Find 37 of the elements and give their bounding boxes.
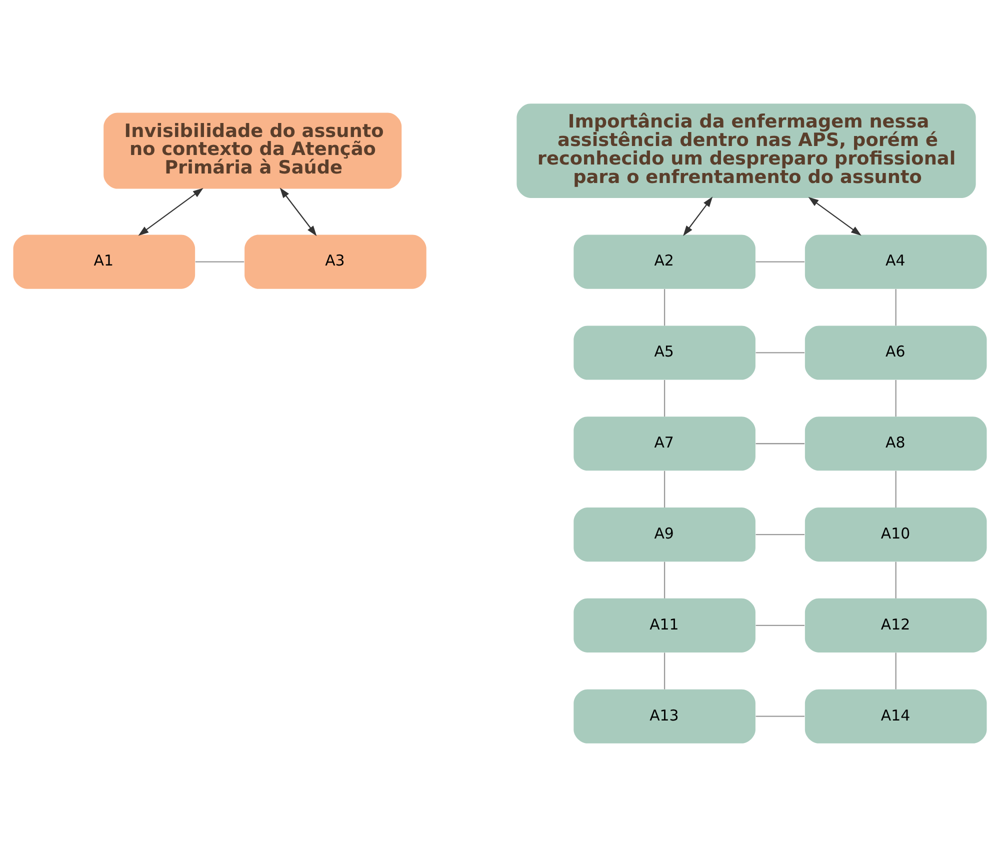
arrow	[138, 188, 204, 236]
connector	[664, 380, 666, 416]
connector	[664, 288, 666, 326]
node-box: A1	[13, 234, 196, 288]
node-box: A6	[804, 325, 987, 380]
node-box: Invisibilidade do assunto no contexto da Atenção Primária à Saúde	[104, 112, 402, 188]
node-box: A13	[574, 688, 756, 743]
node-box: A7	[574, 416, 756, 470]
connector	[756, 352, 804, 353]
node-box: A5	[574, 325, 756, 380]
connector	[195, 260, 244, 262]
arrow	[280, 187, 317, 236]
node-box: Importância da enfermagem nessa assistência dentro nas APS, porém é reconhecido um despreparo profissional para o enfrentamento do assunto	[516, 103, 976, 198]
connector	[895, 380, 896, 416]
node-box: A3	[244, 234, 426, 288]
connector	[895, 288, 896, 326]
connector	[756, 624, 804, 626]
node-box: A9	[574, 507, 756, 562]
connector	[895, 561, 896, 598]
connector	[664, 652, 666, 689]
connector	[756, 442, 804, 444]
node-box: A14	[804, 688, 987, 743]
arrow	[683, 196, 713, 236]
node-box: A11	[574, 598, 756, 652]
node-box: A2	[574, 234, 756, 288]
node-box: A10	[804, 507, 987, 562]
arrow	[808, 196, 862, 236]
node-box: A8	[804, 416, 987, 470]
connector	[664, 470, 666, 507]
connector	[895, 470, 896, 507]
connector	[756, 715, 804, 716]
connector	[895, 652, 896, 689]
node-box: A4	[804, 234, 987, 288]
connector	[664, 561, 666, 598]
node-box: A12	[804, 598, 987, 652]
connector	[756, 260, 804, 262]
connector	[756, 533, 804, 535]
